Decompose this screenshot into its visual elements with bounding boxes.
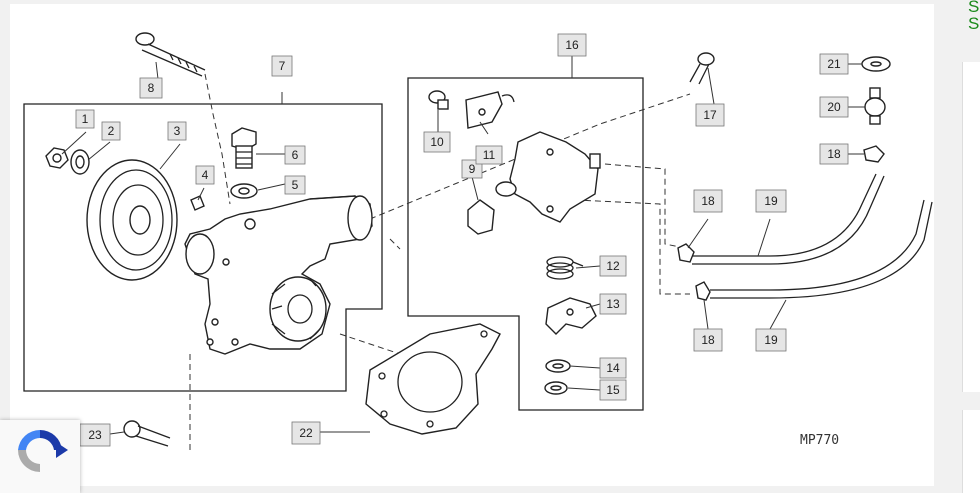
- svg-text:3: 3: [174, 124, 181, 138]
- hose-19a-icon: [692, 173, 885, 265]
- svg-text:7: 7: [279, 59, 286, 73]
- spring-12-icon: [546, 256, 584, 280]
- svg-text:10: 10: [430, 135, 444, 149]
- sidebar-panel-lower: [962, 410, 980, 493]
- ring-15-icon: [544, 381, 568, 395]
- callout-14[interactable]: 14: [599, 357, 627, 379]
- callout-2[interactable]: 2: [101, 121, 121, 141]
- callout-3[interactable]: 3: [167, 121, 187, 141]
- svg-text:23: 23: [88, 428, 102, 442]
- callout-17[interactable]: 17: [695, 103, 725, 127]
- svg-text:18: 18: [701, 333, 715, 347]
- svg-text:19: 19: [764, 333, 778, 347]
- sidebar-text: S S: [968, 0, 980, 32]
- bolt-23-icon: [123, 420, 171, 447]
- plug-6-icon: [231, 127, 257, 169]
- svg-text:1: 1: [82, 112, 89, 126]
- callout-11[interactable]: 11: [475, 145, 503, 165]
- recaptcha-icon: [18, 429, 68, 472]
- svg-text:9: 9: [469, 162, 476, 176]
- hose-19b-icon: [710, 199, 933, 299]
- svg-text:19: 19: [764, 194, 778, 208]
- callout-5[interactable]: 5: [284, 175, 306, 195]
- bolt-8-icon: [135, 32, 206, 77]
- callout-9[interactable]: 9: [461, 159, 483, 179]
- recaptcha-badge[interactable]: [0, 420, 80, 493]
- svg-text:16: 16: [565, 38, 579, 52]
- water-pump-body-icon: [184, 195, 373, 355]
- svg-text:15: 15: [606, 383, 620, 397]
- fitting-20-icon: [864, 87, 886, 125]
- svg-text:22: 22: [299, 426, 313, 440]
- callout-20[interactable]: 20: [819, 96, 849, 118]
- svg-text:17: 17: [703, 108, 717, 122]
- callout-18a[interactable]: 18: [819, 143, 849, 165]
- callout-16[interactable]: 16: [557, 33, 587, 57]
- lever-13-icon: [545, 297, 597, 335]
- callout-10[interactable]: 10: [423, 131, 451, 153]
- callout-23[interactable]: 23: [79, 423, 111, 447]
- washer-5-icon: [230, 183, 258, 199]
- svg-text:11: 11: [483, 148, 496, 162]
- nut-1-icon: [45, 147, 69, 169]
- callout-18b[interactable]: 18: [693, 189, 723, 213]
- gasket-22-icon: [365, 323, 501, 435]
- callout-15[interactable]: 15: [599, 379, 627, 401]
- washer-2-icon: [70, 149, 90, 175]
- clamp-18c-icon: [695, 281, 711, 301]
- washer-14-icon: [545, 359, 571, 373]
- callout-6[interactable]: 6: [284, 145, 306, 165]
- group-box-7: [23, 103, 383, 392]
- washer-21-icon: [861, 56, 891, 72]
- governor-housing-16-icon: [495, 131, 601, 223]
- callout-13[interactable]: 13: [599, 293, 627, 315]
- parts-diagram: 1 2 3 4 5 6 7 8 9 10 11 12 13 14 15 16 1…: [23, 32, 933, 454]
- svg-text:12: 12: [606, 259, 620, 273]
- callout-4[interactable]: 4: [195, 165, 215, 185]
- screw-10-icon: [428, 90, 449, 110]
- svg-text:18: 18: [827, 147, 841, 161]
- callout-19a[interactable]: 19: [755, 189, 787, 213]
- bolt-17-icon: [689, 52, 715, 85]
- callout-19b[interactable]: 19: [755, 328, 787, 352]
- svg-text:13: 13: [606, 297, 620, 311]
- svg-text:20: 20: [827, 100, 841, 114]
- callout-7[interactable]: 7: [271, 55, 293, 77]
- group-box-16: [407, 77, 644, 411]
- parts-diagram-canvas: 1 2 3 4 5 6 7 8 9 10 11 12 13 14 15 16 1…: [10, 4, 934, 486]
- svg-text:6: 6: [292, 148, 299, 162]
- svg-text:21: 21: [827, 57, 841, 71]
- svg-text:2: 2: [108, 124, 115, 138]
- svg-text:14: 14: [606, 361, 620, 375]
- svg-text:5: 5: [292, 178, 299, 192]
- cap-9-icon: [467, 199, 495, 235]
- clamp-18a-icon: [863, 145, 885, 163]
- drawing-code: MP770: [800, 433, 839, 448]
- sidebar-panel: [962, 62, 980, 392]
- callout-8[interactable]: 8: [139, 77, 163, 99]
- svg-text:8: 8: [148, 81, 155, 95]
- callout-12[interactable]: 12: [599, 255, 627, 277]
- bracket-11-icon: [465, 91, 515, 129]
- callout-22[interactable]: 22: [291, 421, 321, 445]
- svg-text:4: 4: [202, 168, 209, 182]
- callout-21[interactable]: 21: [819, 53, 849, 75]
- callout-1[interactable]: 1: [75, 109, 95, 129]
- clamp-18b-icon: [677, 243, 695, 263]
- key-4-icon: [190, 195, 205, 211]
- callout-18c[interactable]: 18: [693, 328, 723, 352]
- svg-text:18: 18: [701, 194, 715, 208]
- pulley-3-icon: [86, 159, 178, 281]
